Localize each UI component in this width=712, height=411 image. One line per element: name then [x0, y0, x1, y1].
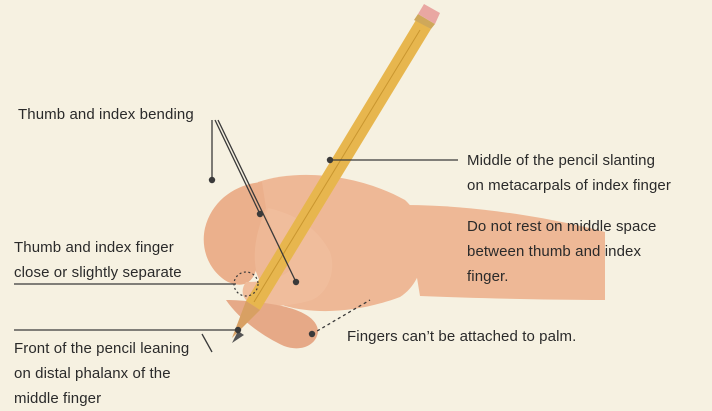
label-thumb-index-bending: Thumb and index bending: [18, 102, 194, 127]
label-front-of-pencil: Front of the pencil leaning on distal ph…: [14, 336, 189, 411]
front-pointer-line-down: [202, 334, 212, 352]
label-fingers-palm: Fingers can’t be attached to palm.: [347, 324, 576, 349]
label-middle-of-pencil: Middle of the pencil slanting on metacar…: [467, 148, 671, 198]
label-do-not-rest: Do not rest on middle space between thum…: [467, 214, 656, 289]
label-thumb-index-close: Thumb and index finger close or slightly…: [14, 235, 182, 285]
